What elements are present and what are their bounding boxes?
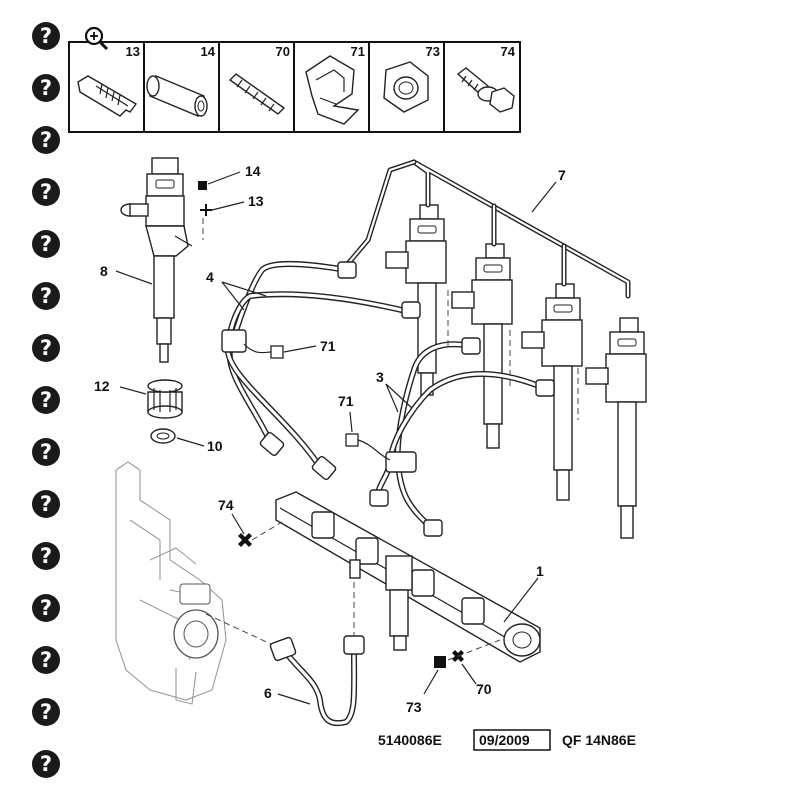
help-button-7[interactable]: ? bbox=[32, 334, 60, 362]
help-button-1[interactable]: ? bbox=[32, 22, 60, 50]
injector-c bbox=[521, 283, 583, 501]
callout-12: 12 bbox=[94, 378, 110, 394]
marker-73-square bbox=[434, 656, 446, 668]
callout-1: 1 bbox=[536, 563, 544, 579]
footer-code: QF 14N86E bbox=[562, 732, 636, 748]
callout-71-b: 71 bbox=[338, 393, 354, 409]
callout-8: 8 bbox=[100, 263, 108, 279]
help-button-12[interactable]: ? bbox=[32, 594, 60, 622]
callout-70: 70 bbox=[476, 681, 492, 697]
stud-70-drawing bbox=[228, 73, 286, 115]
help-button-14[interactable]: ? bbox=[32, 698, 60, 726]
help-button-9[interactable]: ? bbox=[32, 438, 60, 466]
callout-3: 3 bbox=[376, 369, 384, 385]
injector-d bbox=[585, 317, 647, 539]
help-button-15[interactable]: ? bbox=[32, 750, 60, 778]
callout-71-a: 71 bbox=[320, 338, 336, 354]
callout-4: 4 bbox=[206, 269, 214, 285]
marker-14-square bbox=[198, 181, 207, 190]
legend-label-73: 73 bbox=[426, 44, 440, 59]
footer-ref: 5140086E bbox=[378, 732, 442, 748]
pump-engine-sketch bbox=[115, 461, 285, 705]
callout-14: 14 bbox=[245, 163, 261, 179]
footer-date: 09/2009 bbox=[479, 732, 530, 748]
stud-bolt-13-drawing bbox=[77, 75, 138, 117]
marker-74-cross bbox=[238, 533, 252, 547]
zoom-in-icon[interactable] bbox=[84, 26, 109, 51]
marker-71-square-b bbox=[345, 433, 359, 447]
marker-13-plus bbox=[200, 204, 212, 216]
bolt-74-drawing bbox=[456, 67, 515, 113]
callout-73: 73 bbox=[406, 699, 422, 715]
high-pressure-pipes-3 bbox=[369, 337, 555, 537]
callout-74: 74 bbox=[218, 497, 234, 513]
help-button-11[interactable]: ? bbox=[32, 542, 60, 570]
help-button-10[interactable]: ? bbox=[32, 490, 60, 518]
fuel-rail-1 bbox=[275, 491, 541, 663]
sleeve-14-drawing bbox=[146, 75, 208, 117]
callout-6: 6 bbox=[264, 685, 272, 701]
parts-legend: 13 14 70 71 73 74 bbox=[68, 41, 521, 133]
feed-pipe-6 bbox=[269, 582, 365, 727]
legend-label-74: 74 bbox=[501, 44, 516, 59]
injector-row bbox=[385, 204, 647, 539]
help-button-3[interactable]: ? bbox=[32, 126, 60, 154]
help-button-5[interactable]: ? bbox=[32, 230, 60, 258]
return-pipe-7 bbox=[343, 159, 631, 299]
callout-10: 10 bbox=[207, 438, 223, 454]
hex-nut-73-drawing bbox=[383, 61, 429, 113]
seal-12-drawing bbox=[147, 379, 183, 419]
legend-label-13: 13 bbox=[126, 44, 140, 59]
high-pressure-pipes-4 bbox=[221, 261, 421, 481]
callout-7: 7 bbox=[558, 167, 566, 183]
washer-10-drawing bbox=[150, 428, 176, 444]
clip-71-drawing bbox=[305, 55, 360, 125]
legend-label-14: 14 bbox=[201, 44, 216, 59]
injector-8-drawing bbox=[120, 157, 193, 363]
help-button-4[interactable]: ? bbox=[32, 178, 60, 206]
help-button-13[interactable]: ? bbox=[32, 646, 60, 674]
callout-13: 13 bbox=[248, 193, 264, 209]
help-button-2[interactable]: ? bbox=[32, 74, 60, 102]
help-button-8[interactable]: ? bbox=[32, 386, 60, 414]
legend-label-70: 70 bbox=[276, 44, 290, 59]
marker-71-square-a bbox=[270, 345, 284, 359]
legend-label-71: 71 bbox=[351, 44, 365, 59]
help-button-6[interactable]: ? bbox=[32, 282, 60, 310]
diagram-footer: 5140086E 09/2009 QF 14N86E bbox=[378, 729, 636, 751]
injector-a bbox=[385, 204, 447, 396]
